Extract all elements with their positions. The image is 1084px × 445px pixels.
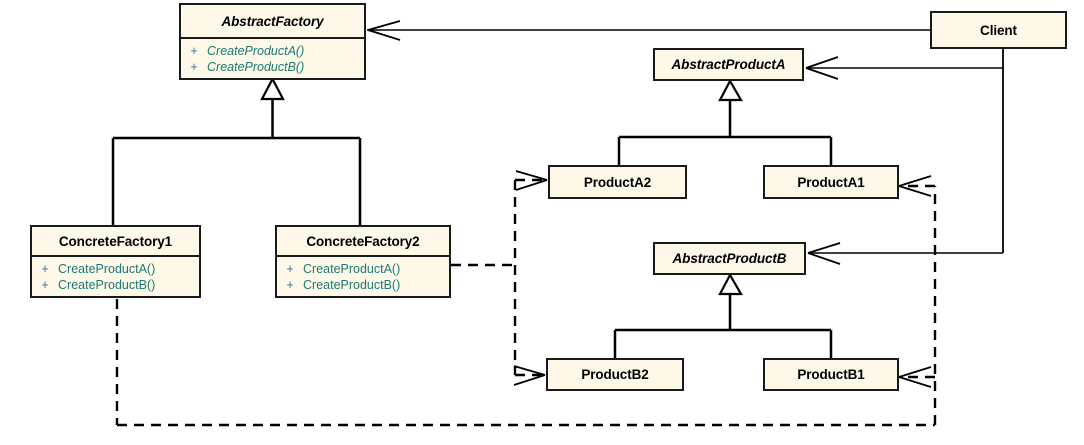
class-box-client[interactable]: Client: [930, 11, 1067, 49]
association-client-to-abstractproducta: [805, 49, 1004, 80]
generalization-producta-to-abstractproducta: [617, 78, 833, 165]
generalization-triangle-icon: [718, 272, 743, 296]
visibility-marker: +: [286, 278, 294, 292]
dependency-concretefactory2-to-product2: [451, 170, 548, 386]
class-member-row: + CreateProductB(): [277, 277, 449, 293]
class-box-producta2[interactable]: ProductA2: [548, 165, 687, 199]
class-title-producta1: ProductA1: [797, 174, 865, 190]
visibility-marker: +: [190, 44, 198, 58]
class-box-concretefactory1[interactable]: ConcreteFactory1 + CreateProductA() + Cr…: [30, 225, 201, 298]
class-title-productb1: ProductB1: [797, 367, 865, 382]
class-members-abstractfactory: + CreateProductA() + CreateProductB(): [181, 39, 364, 78]
class-box-productb2[interactable]: ProductB2: [546, 358, 684, 391]
class-members-concretefactory2: + CreateProductA() + CreateProductB(): [277, 257, 449, 296]
class-title-productb2: ProductB2: [581, 367, 649, 382]
member-signature: CreateProductA(): [303, 262, 401, 276]
generalization-triangle-icon: [260, 76, 285, 101]
visibility-marker: +: [41, 278, 49, 292]
association-client-to-abstractfactory: [367, 20, 930, 41]
member-signature: CreateProductB(): [58, 278, 156, 292]
generalization-triangle-icon: [718, 78, 743, 102]
class-member-row: + CreateProductA(): [32, 261, 199, 277]
member-signature: CreateProductA(): [58, 262, 156, 276]
generalization-concretefactories-to-abstractfactory: [111, 76, 362, 225]
class-title-abstractproducta: AbstractProductA: [671, 57, 786, 72]
generalization-productb-to-abstractproductb: [613, 272, 833, 358]
class-title-abstractproductb: AbstractProductB: [672, 251, 787, 266]
visibility-marker: +: [41, 262, 49, 276]
member-signature: CreateProductA(): [207, 44, 305, 58]
class-box-concretefactory2[interactable]: ConcreteFactory2 + CreateProductA() + Cr…: [275, 225, 451, 298]
class-box-abstractfactory[interactable]: AbstractFactory + CreateProductA() + Cre…: [179, 3, 366, 80]
class-title-concretefactory1: ConcreteFactory1: [58, 233, 173, 249]
class-member-row: + CreateProductA(): [277, 261, 449, 277]
class-box-abstractproducta[interactable]: AbstractProductA: [653, 48, 804, 81]
class-member-row: + CreateProductA(): [181, 43, 364, 59]
class-member-row: + CreateProductB(): [181, 59, 364, 75]
class-box-productb1[interactable]: ProductB1: [763, 358, 899, 391]
member-signature: CreateProductB(): [303, 278, 401, 292]
class-title-concretefactory2: ConcreteFactory2: [306, 233, 420, 249]
class-compartment-divider: [277, 255, 449, 257]
class-box-abstractproductb[interactable]: AbstractProductB: [653, 242, 806, 275]
visibility-marker: +: [286, 262, 294, 276]
class-title-client: Client: [980, 22, 1017, 38]
class-members-concretefactory1: + CreateProductA() + CreateProductB(): [32, 257, 199, 296]
class-title-abstractfactory: AbstractFactory: [221, 13, 324, 29]
class-title-producta2: ProductA2: [583, 174, 652, 190]
class-member-row: + CreateProductB(): [32, 277, 199, 293]
visibility-marker: +: [190, 60, 198, 74]
class-box-producta1[interactable]: ProductA1: [763, 165, 899, 199]
class-compartment-divider: [32, 255, 199, 257]
member-signature: CreateProductB(): [207, 60, 305, 74]
class-compartment-divider: [181, 37, 364, 39]
